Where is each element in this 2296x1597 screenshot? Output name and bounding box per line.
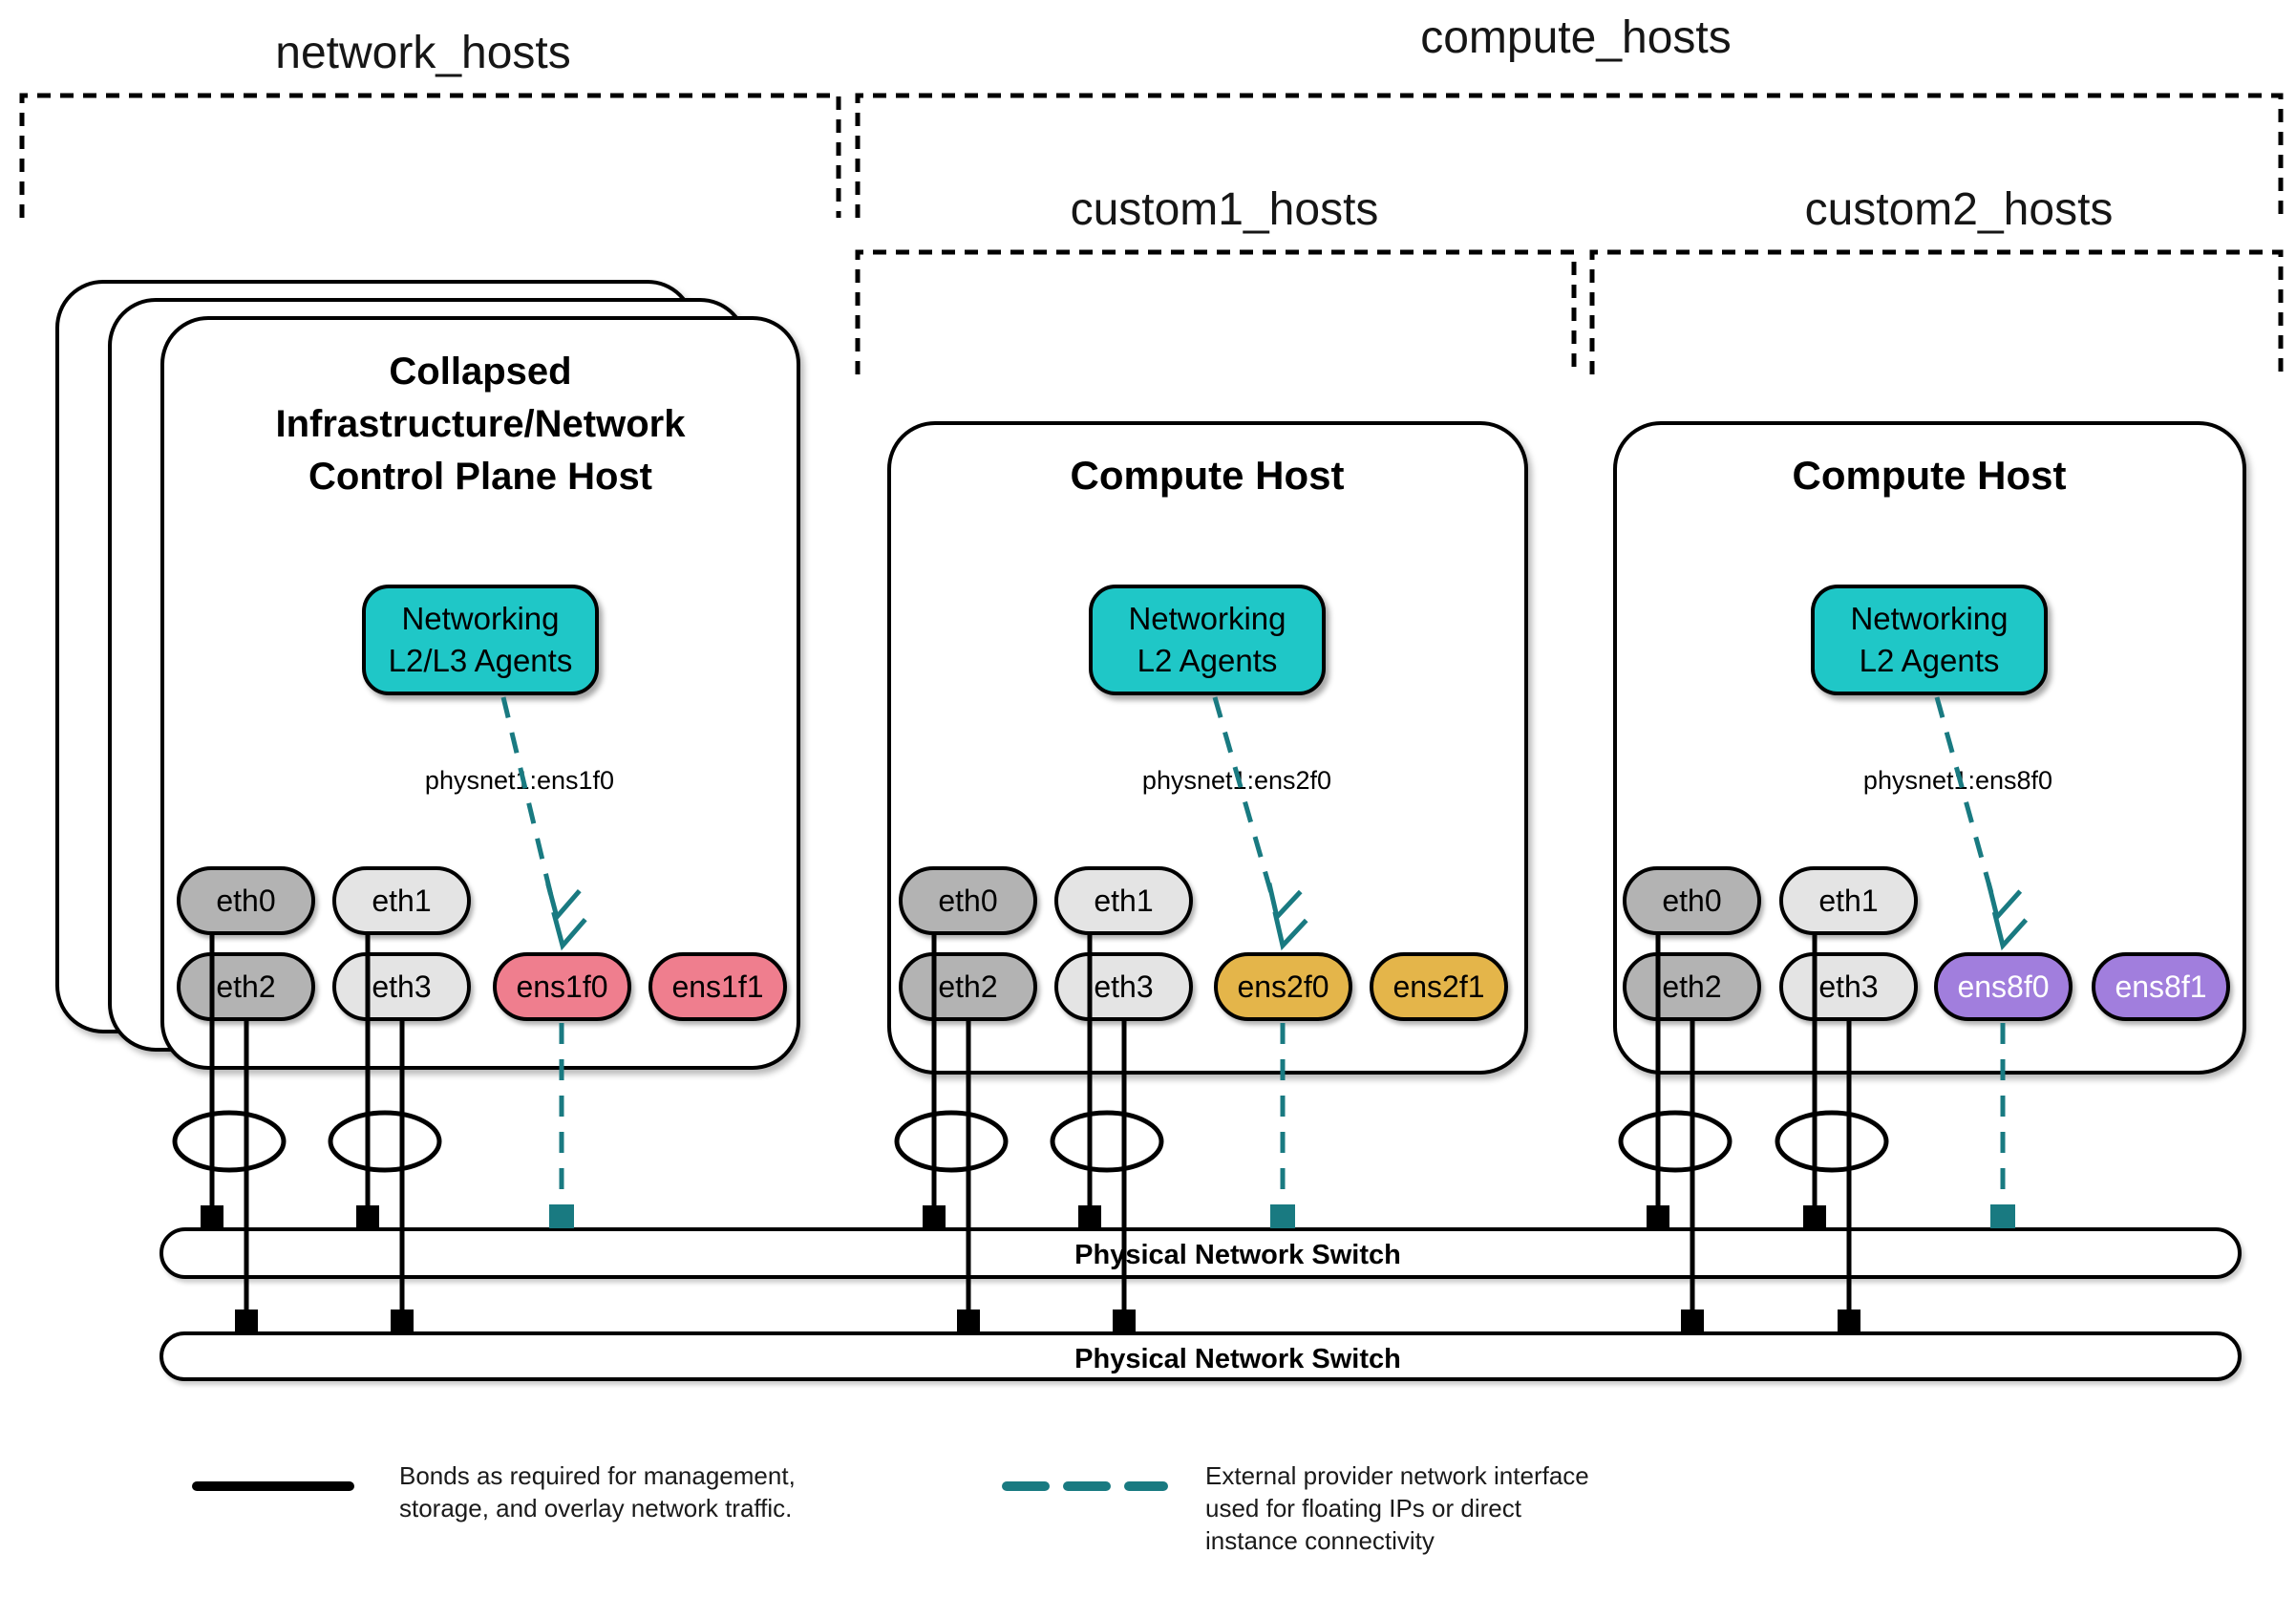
legend-bond-line1: Bonds as required for management,: [399, 1461, 796, 1490]
host3-nic-ens8f0: ens8f0: [1934, 952, 2073, 1021]
switch-connector-square: [201, 1205, 223, 1228]
bond-ellipse: [172, 1110, 287, 1173]
host3-physnet-label: physnet1:ens8f0: [1862, 766, 2053, 795]
legend-provider-line1: External provider network interface: [1205, 1461, 1589, 1490]
bond-ellipse: [1775, 1110, 1889, 1173]
host2-networking-agents-box: Networking L2 Agents: [1089, 585, 1326, 695]
host2-title: Compute Host: [1070, 453, 1345, 498]
host2-agent-line1: Networking: [1128, 601, 1286, 636]
legend-bond-text: Bonds as required for management, storag…: [399, 1459, 796, 1524]
host1-nic-eth0: eth0: [177, 866, 315, 935]
host2-nic-eth2: eth2: [899, 952, 1037, 1021]
host1-nic-ens1f1: ens1f1: [648, 952, 787, 1021]
group-label-compute-hosts: compute_hosts: [1420, 12, 1732, 63]
legend-provider-line3: instance connectivity: [1205, 1526, 1435, 1555]
host1-physnet-label: physnet1:ens1f0: [424, 766, 615, 795]
host1-agent-line1: Networking: [401, 601, 560, 636]
host3-nic-ens8f1: ens8f1: [2092, 952, 2230, 1021]
switch-connector-square: [923, 1205, 946, 1228]
legend-provider-line2: used for floating IPs or direct: [1205, 1494, 1521, 1522]
host1-agent-line2: L2/L3 Agents: [388, 643, 573, 678]
provider-connector-square: [1270, 1204, 1295, 1228]
bond-ellipse: [328, 1110, 442, 1173]
switch1-label: Physical Network Switch: [1074, 1240, 1401, 1270]
provider-connector-square: [549, 1204, 574, 1228]
host2-nic-eth0: eth0: [899, 866, 1037, 935]
bracket-network-hosts: [19, 93, 841, 218]
switch-connector-square: [391, 1310, 414, 1332]
host3-networking-agents-box: Networking L2 Agents: [1811, 585, 2048, 695]
host1-networking-agents-box: Networking L2/L3 Agents: [362, 585, 599, 695]
host3-nic-eth3: eth3: [1779, 952, 1918, 1021]
switch-connector-square: [957, 1310, 980, 1332]
physical-network-switch-1: [159, 1227, 2242, 1279]
bond-ellipse: [1050, 1110, 1164, 1173]
group-label-custom1-hosts: custom1_hosts: [1070, 184, 1379, 235]
host1-title: Collapsed Infrastructure/Network Control…: [194, 346, 767, 503]
host2-physnet-label: physnet1:ens2f0: [1141, 766, 1332, 795]
host2-agent-line2: L2 Agents: [1137, 643, 1278, 678]
switch-connector-square: [1078, 1205, 1101, 1228]
bond-ellipse: [1618, 1110, 1733, 1173]
bond-ellipse: [894, 1110, 1009, 1173]
host3-nic-eth0: eth0: [1623, 866, 1761, 935]
host1-nic-eth2: eth2: [177, 952, 315, 1021]
host3-agent-line1: Networking: [1850, 601, 2009, 636]
host1-title-line1: Collapsed: [389, 351, 572, 393]
host3-title: Compute Host: [1792, 453, 2067, 498]
host1-nic-ens1f0: ens1f0: [493, 952, 631, 1021]
group-label-network-hosts: network_hosts: [275, 28, 571, 78]
switch-connector-square: [1803, 1205, 1826, 1228]
host2-nic-ens2f0: ens2f0: [1214, 952, 1352, 1021]
legend-bond-line2: storage, and overlay network traffic.: [399, 1494, 793, 1522]
host3-nic-eth2: eth2: [1623, 952, 1761, 1021]
switch-connector-square: [1113, 1310, 1136, 1332]
switch-connector-square: [1647, 1205, 1669, 1228]
legend-provider-text: External provider network interface used…: [1205, 1459, 1589, 1557]
group-label-custom2-hosts: custom2_hosts: [1804, 184, 2114, 235]
host2-nic-eth1: eth1: [1054, 866, 1193, 935]
host3-agent-line2: L2 Agents: [1859, 643, 2000, 678]
host2-nic-ens2f1: ens2f1: [1370, 952, 1508, 1021]
host1-title-line3: Control Plane Host: [308, 456, 653, 498]
switch2-label: Physical Network Switch: [1074, 1344, 1401, 1374]
switch-connector-square: [1838, 1310, 1860, 1332]
provider-connector-square: [1990, 1204, 2015, 1228]
host2-nic-eth3: eth3: [1054, 952, 1193, 1021]
switch-connector-square: [1681, 1310, 1704, 1332]
host1-nic-eth1: eth1: [332, 866, 471, 935]
switch-connector-square: [356, 1205, 379, 1228]
bracket-custom1-hosts: [855, 249, 1577, 374]
host1-title-line2: Infrastructure/Network: [275, 403, 686, 445]
host3-nic-eth1: eth1: [1779, 866, 1918, 935]
host1-nic-eth3: eth3: [332, 952, 471, 1021]
physical-network-switch-2: [159, 1331, 2242, 1381]
switch-connector-square: [235, 1310, 258, 1332]
bracket-custom2-hosts: [1589, 249, 2284, 374]
